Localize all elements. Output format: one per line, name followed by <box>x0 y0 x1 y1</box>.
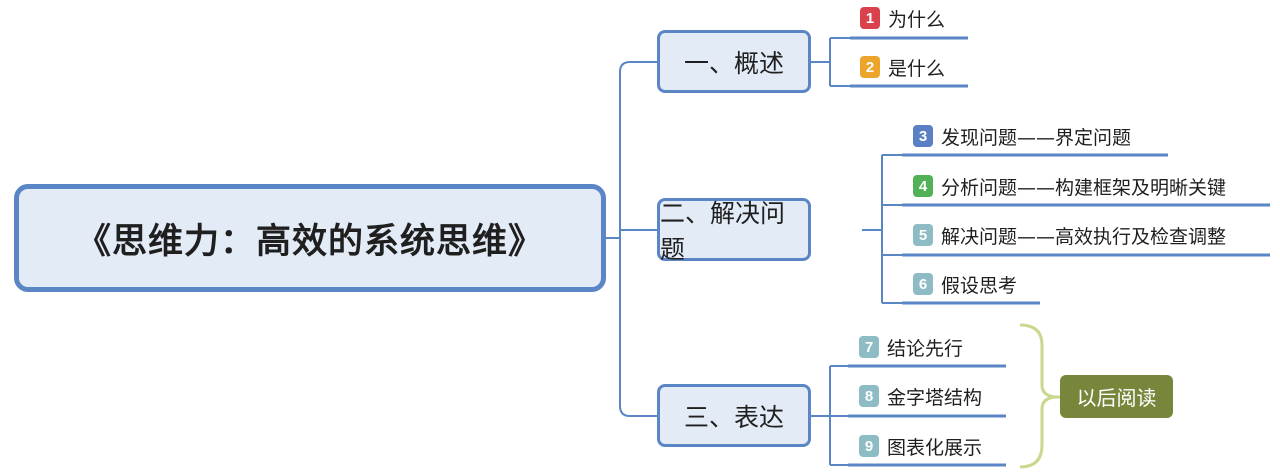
root-topic[interactable]: 《思维力：高效的系统思维》 <box>14 184 606 292</box>
leaf-label: 发现问题——界定问题 <box>941 126 1132 149</box>
section-label: 二、解决问题 <box>660 198 786 264</box>
leaf-label: 结论先行 <box>887 337 964 360</box>
leaf-topic-5[interactable]: 5 解决问题——高效执行及检查调整 <box>913 221 1226 249</box>
number-badge-6: 6 <box>913 273 933 295</box>
section-label: 三、表达 <box>683 402 784 432</box>
number-badge-8: 8 <box>859 385 879 407</box>
leaf-label: 图表化展示 <box>887 436 983 459</box>
root-topic-title: 《思维力：高效的系统思维》 <box>75 221 544 262</box>
number-badge-9: 9 <box>859 435 879 457</box>
connector-root-to-section-2 <box>619 229 657 238</box>
number-badge-2: 2 <box>860 56 880 78</box>
leaf-topic-3[interactable]: 3 发现问题——界定问题 <box>913 122 1131 150</box>
leaf-topic-7[interactable]: 7 结论先行 <box>859 333 963 361</box>
summary-tag-read-later[interactable]: 以后阅读 <box>1060 375 1173 418</box>
section-expression[interactable]: 三、表达 <box>657 384 811 447</box>
leaf-topic-2[interactable]: 2 是什么 <box>860 53 945 81</box>
leaf-label: 是什么 <box>888 57 946 80</box>
summary-brace-icon <box>1019 323 1059 469</box>
leaf-topic-9[interactable]: 9 图表化展示 <box>859 432 982 460</box>
leaf-label: 假设思考 <box>941 274 1018 297</box>
section-label: 一、概述 <box>683 48 784 78</box>
number-badge-3: 3 <box>913 125 933 147</box>
number-badge-1: 1 <box>860 7 880 29</box>
leaf-topic-4[interactable]: 4 分析问题——构建框架及明晰关键 <box>913 172 1226 200</box>
leaf-label: 金字塔结构 <box>887 386 983 409</box>
leaf-label: 为什么 <box>888 8 946 31</box>
number-badge-7: 7 <box>859 336 879 358</box>
connector-root-to-section-1 <box>619 61 657 238</box>
leaf-topic-6[interactable]: 6 假设思考 <box>913 270 1017 298</box>
connector-root-to-section-3 <box>619 238 657 417</box>
leaf-topic-8[interactable]: 8 金字塔结构 <box>859 382 982 410</box>
summary-tag-label: 以后阅读 <box>1076 386 1157 410</box>
section-overview[interactable]: 一、概述 <box>657 30 811 93</box>
number-badge-4: 4 <box>913 175 933 197</box>
leaf-label: 解决问题——高效执行及检查调整 <box>941 225 1227 248</box>
leaf-label: 分析问题——构建框架及明晰关键 <box>941 176 1227 199</box>
number-badge-5: 5 <box>913 224 933 246</box>
leaf-topic-1[interactable]: 1 为什么 <box>860 4 945 32</box>
section-problem-solving[interactable]: 二、解决问题 <box>657 198 811 264</box>
